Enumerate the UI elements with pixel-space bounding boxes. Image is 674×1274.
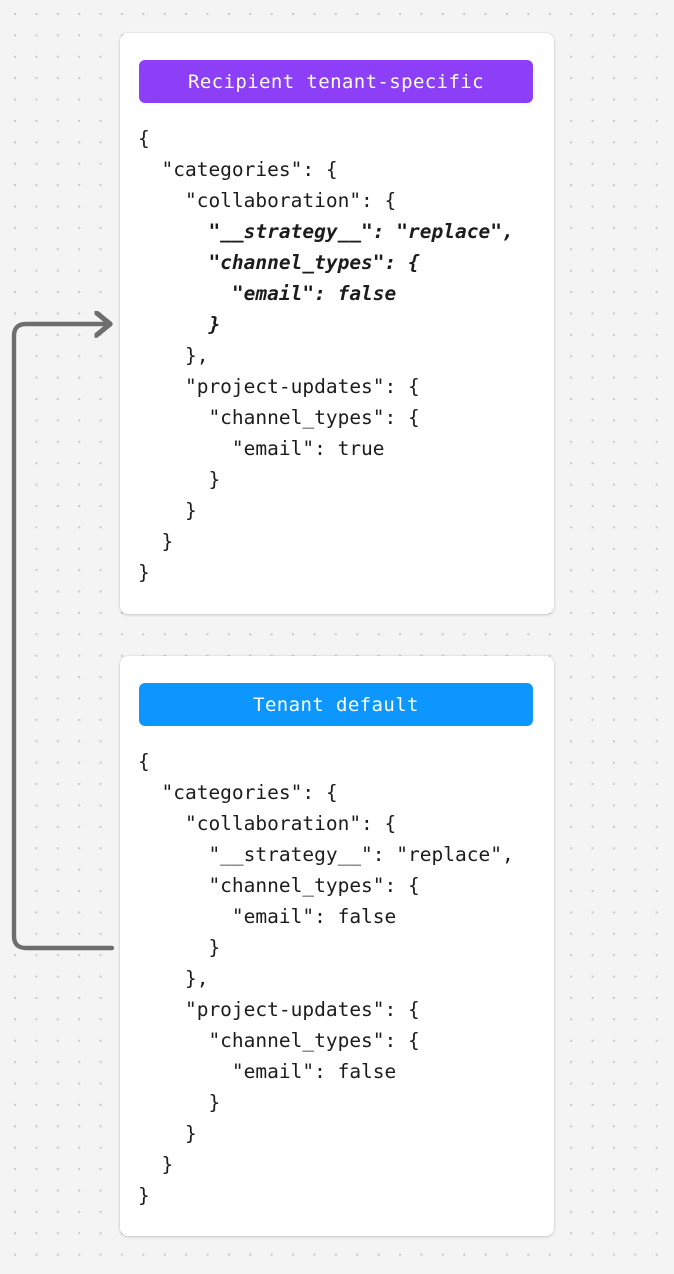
code-line: } (138, 530, 174, 553)
card-recipient-tenant-specific: Recipient tenant-specific { "categories"… (120, 33, 554, 614)
code-line: "project-updates": { (138, 998, 420, 1021)
code-line: "channel_types": { (138, 251, 420, 274)
code-block-recipient: { "categories": { "collaboration": { "__… (120, 123, 554, 588)
code-line: "email": false (138, 1060, 397, 1083)
code-line: "categories": { (138, 781, 338, 804)
code-line: } (138, 936, 221, 959)
code-line: } (138, 1184, 150, 1207)
code-line: } (138, 561, 150, 584)
card-header-recipient: Recipient tenant-specific (139, 60, 533, 103)
code-line: "__strategy__": "replace", (138, 220, 514, 243)
code-line: "categories": { (138, 158, 338, 181)
code-line: } (138, 1153, 174, 1176)
code-line: "email": false (138, 282, 397, 305)
code-line: }, (138, 967, 209, 990)
code-line: "__strategy__": "replace", (138, 843, 514, 866)
code-line: } (138, 1122, 197, 1145)
code-line: { (138, 750, 150, 773)
arrow-path (11, 324, 115, 951)
code-line: "collaboration": { (138, 812, 397, 835)
code-line: "email": true (138, 437, 385, 460)
code-line: } (138, 499, 197, 522)
card-tenant-default: Tenant default { "categories": { "collab… (120, 656, 554, 1236)
inherits-from-arrow (11, 280, 115, 951)
code-line: "email": false (138, 905, 397, 928)
code-line: } (138, 468, 221, 491)
code-line: "channel_types": { (138, 874, 420, 897)
code-line: "collaboration": { (138, 189, 397, 212)
code-line: "channel_types": { (138, 1029, 420, 1052)
code-line: "project-updates": { (138, 375, 420, 398)
code-line: } (138, 313, 221, 336)
code-line: { (138, 127, 150, 150)
code-line: "channel_types": { (138, 406, 420, 429)
code-line: }, (138, 344, 209, 367)
code-block-tenant-default: { "categories": { "collaboration": { "__… (120, 746, 554, 1211)
code-line: } (138, 1091, 221, 1114)
card-header-tenant-default: Tenant default (139, 683, 533, 726)
